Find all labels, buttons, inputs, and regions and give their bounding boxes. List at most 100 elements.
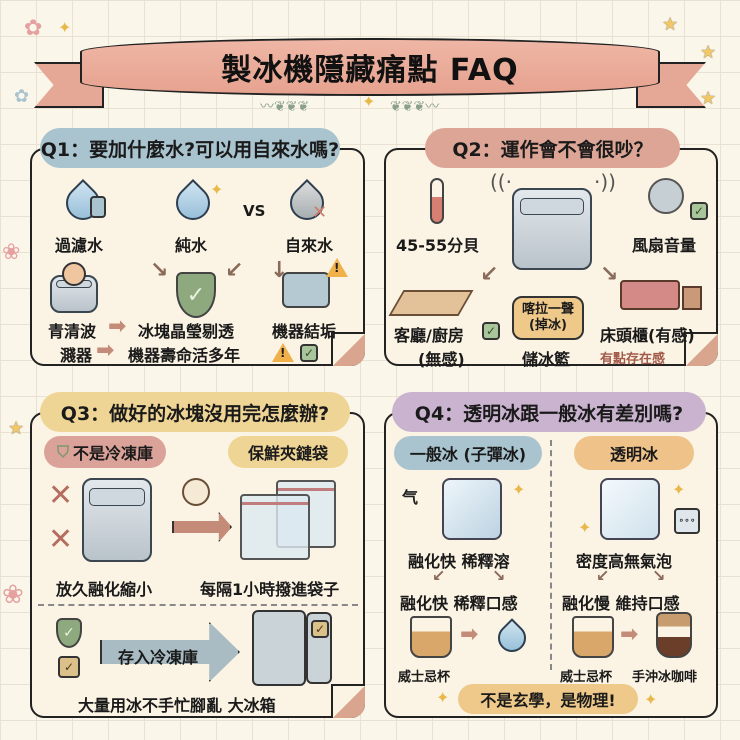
regular-ice-tag: 一般冰 (子彈冰) (394, 436, 542, 470)
q1-middle-line1: 冰塊晶瑩剔透 (138, 322, 235, 341)
not-freezer-tag: ⛉ 不是冷凍庫 (44, 436, 166, 468)
conclusion-pill: 不是玄學，是物理! (458, 684, 638, 714)
noise-level-label: 45-55分貝 (396, 236, 480, 255)
arrow-icon: ↙ (225, 258, 244, 283)
crossed-water-drop-icon: ✕ (48, 478, 74, 513)
arrow-icon: ↘ (492, 566, 506, 585)
title-ribbon: 製冰機隱藏痛點 FAQ (80, 38, 660, 96)
q1-question-pill: Q1：要加什麼水?可以用自來水嗎? (40, 128, 340, 168)
q1-middle-line2: 機器壽命活多年 (128, 346, 241, 365)
shield-check-icon: ✓ (56, 618, 82, 648)
q3-question-pill: Q3：做好的冰塊沒用完怎麼辦? (40, 392, 350, 432)
filtered-water-label: 過濾水 (55, 236, 104, 255)
sparkle-icon: ✦ (512, 480, 526, 499)
tap-water-label: 自來水 (285, 236, 334, 255)
right-whiskey-label: 威士忌杯 (560, 670, 613, 685)
tulip-decoration-icon: ❀ (2, 240, 21, 265)
bubble-line1: 喀拉一聲 (521, 302, 574, 317)
arrow-icon: ↘ (652, 566, 666, 585)
pure-water-label: 純水 (175, 236, 208, 255)
store-in-freezer-label: 存入冷凍庫 (118, 648, 199, 667)
regular-ice-line2: 融化快 稀釋口感 (400, 594, 518, 613)
living-room-note: (無感) (418, 350, 465, 369)
whiskey-glass-icon (572, 616, 614, 658)
clear-ice-line1: 密度高無氣泡 (576, 552, 673, 571)
bedside-note: 有點存在感 (600, 352, 666, 367)
warning-mark: ! (280, 346, 286, 360)
not-freezer-label: 不是冷凍庫 (73, 444, 154, 463)
sparkle-icon: ✦ (578, 518, 592, 537)
ice-machine-icon (512, 188, 592, 270)
clear-ice-tag: 透明冰 (574, 436, 694, 470)
page-fold (331, 684, 365, 718)
sound-wave-icon: ((· (490, 170, 512, 194)
page-title: 製冰機隱藏痛點 FAQ (221, 53, 519, 88)
page-fold (331, 332, 365, 366)
crossed-thermometer-icon: ✕ (48, 522, 74, 557)
leaf-sprig-icon: ❦❦❦〰 (390, 99, 440, 115)
ice-machine-icon (82, 478, 152, 562)
arrow-right-icon: ➡ (460, 622, 479, 647)
warning-mark: ! (334, 261, 340, 275)
arrow-icon: ↙ (596, 566, 610, 585)
cloudy-ice-cube-icon (442, 478, 502, 540)
arrow-icon: ↘ (600, 262, 619, 287)
sparkle-icon: ✦ (436, 688, 450, 707)
water-filter-icon (90, 196, 106, 218)
melt-shrink-caption: 放久融化縮小 (56, 580, 153, 599)
q2-question-pill: Q2：運作會不會很吵？ (425, 128, 680, 168)
bed-icon (620, 280, 680, 310)
vs-label: VS (243, 202, 266, 220)
star-icon: ★ (700, 88, 717, 109)
warning-icon (326, 258, 348, 277)
ice-tray-icon: ∘∘∘ (674, 508, 700, 534)
arrow-right-icon: ➡ (108, 314, 127, 339)
air-bubble-icon: 气 (402, 488, 419, 507)
clear-ice-cube-icon (600, 478, 660, 540)
arrow-icon: ↘ (150, 258, 169, 283)
ice-basket-label: 儲冰籃 (522, 350, 571, 369)
check-box-icon: ✓ (58, 656, 80, 678)
pour-over-coffee-icon (656, 612, 692, 658)
divider (38, 604, 358, 606)
arrow-right-icon: ➡ (96, 338, 115, 363)
sparkle-icon: ✦ (644, 690, 658, 709)
refrigerator-icon (252, 610, 306, 686)
x-mark-icon: ✕ (312, 202, 328, 223)
flower-decoration-icon: ✿ (14, 86, 30, 107)
bedside-label: 床頭櫃(有感) (600, 326, 695, 345)
arrow-icon: ↙ (480, 262, 499, 287)
star-icon: ★ (8, 418, 25, 439)
ziplock-bag-with-ice-icon (240, 494, 310, 560)
ziplock-bag-tag: 保鮮夾鏈袋 (228, 436, 348, 468)
q1-left-line2: 濺器 (60, 346, 93, 365)
shield-check-icon: ⛉ (56, 442, 69, 461)
sparkle-icon: ✦ (672, 480, 686, 499)
sparkle-icon: ✦ (210, 180, 224, 199)
thermometer-icon (430, 178, 444, 224)
cold-brew-label: 手沖冰咖啡 (632, 670, 698, 685)
clear-ice-line2: 融化慢 維持口感 (562, 594, 680, 613)
nightstand-icon (682, 286, 702, 310)
flower-decoration-icon: ✿ (24, 16, 43, 41)
fan-icon (648, 178, 684, 214)
leaf-sprig-icon: 〰❦❦❦ (260, 99, 310, 115)
living-room-label: 客廳/廚房 (394, 326, 464, 345)
scale-buildup-icon (282, 272, 330, 308)
check-box-icon: ✓ (482, 322, 500, 340)
sound-wave-icon: ·)) (594, 170, 616, 194)
tulip-decoration-icon: ❀ (2, 580, 24, 610)
frustrated-face-icon (62, 262, 86, 286)
warning-icon (272, 343, 294, 362)
sparkle-icon: ✦ (362, 92, 376, 111)
q4-question-pill: Q4：透明冰跟一般冰有差別嗎? (392, 392, 706, 432)
speech-bubble: 喀拉一聲 (掉冰) (512, 296, 584, 340)
regular-ice-line1: 融化快 稀釋溶 (408, 552, 510, 571)
check-box-icon: ✓ (690, 202, 708, 220)
arrow-right-icon: ➡ (620, 622, 639, 647)
big-fridge-caption: 大量用冰不手忙腳亂 大冰箱 (78, 696, 276, 715)
q1-left-line1: 青清波 (48, 322, 97, 341)
star-icon: ★ (700, 42, 717, 63)
bubble-line2: (掉冰) (529, 318, 567, 333)
shield-check-icon: ✓ (176, 272, 216, 318)
